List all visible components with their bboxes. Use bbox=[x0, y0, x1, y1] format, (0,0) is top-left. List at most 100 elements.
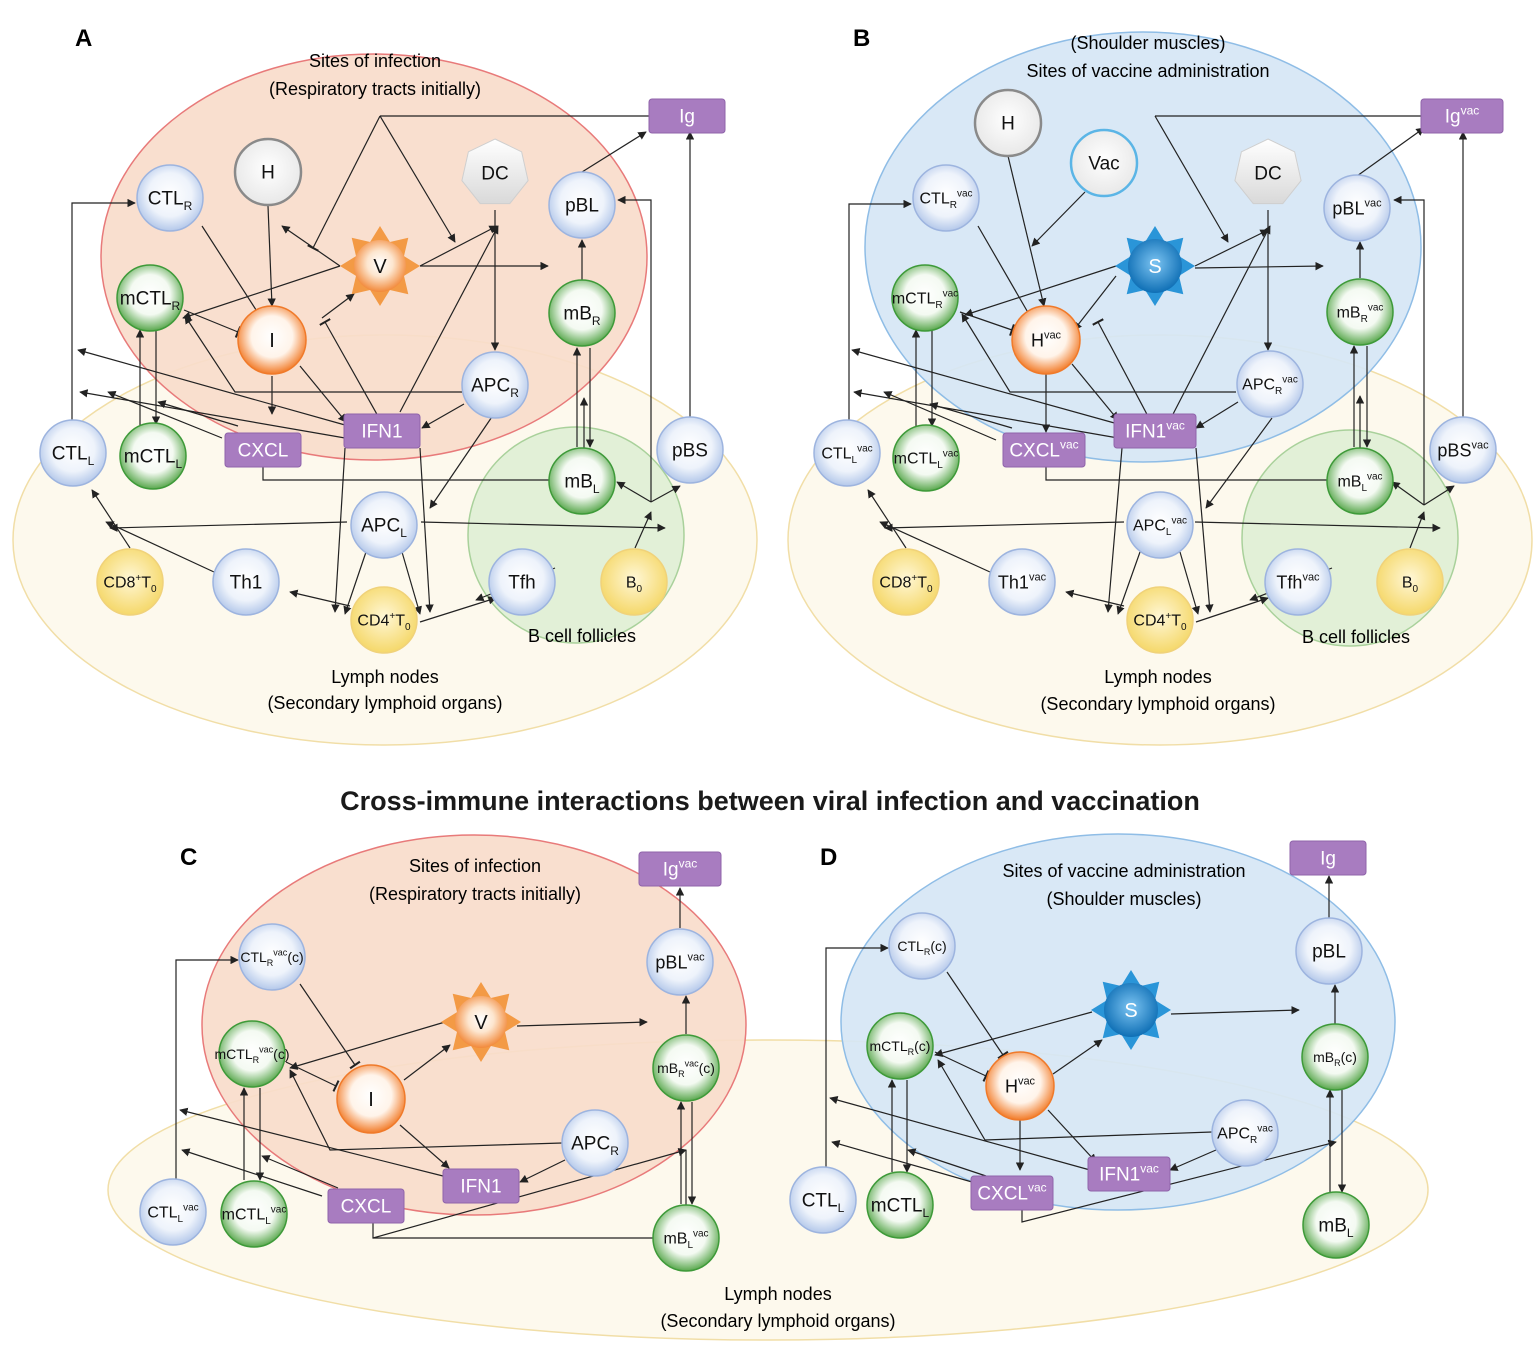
node-label: CTLL bbox=[52, 444, 95, 468]
node-mbr-panel-b: mBRvac bbox=[1326, 278, 1394, 346]
interaction-arrow bbox=[1007, 155, 1047, 307]
interaction-arrow bbox=[1073, 275, 1117, 331]
inhibition-edge bbox=[946, 971, 1009, 1060]
interaction-arrow bbox=[331, 447, 346, 613]
node-label: Hvac bbox=[1005, 1075, 1036, 1096]
node-label: IFN1vac bbox=[1099, 1161, 1159, 1185]
interaction-arrow bbox=[1179, 551, 1200, 615]
node-label: CTLRvac(c) bbox=[240, 948, 303, 968]
region-sublabel-d-vaccine: (Shoulder muscles) bbox=[1046, 889, 1201, 909]
interaction-arrow bbox=[961, 313, 1236, 393]
node-label: mBLvac bbox=[663, 1229, 708, 1252]
node-cxcl-panel-c: CXCL bbox=[327, 1188, 405, 1224]
panel-letter-c: C bbox=[180, 844, 197, 871]
inhibition-edge bbox=[183, 309, 242, 338]
node-cd8-panel-b: CD8+T0 bbox=[872, 548, 940, 616]
interaction-arrow bbox=[934, 1011, 1093, 1058]
node-hvac-panel-b: Hvac bbox=[1011, 305, 1081, 375]
interaction-arrow bbox=[1423, 485, 1455, 506]
interaction-arrow bbox=[399, 225, 499, 413]
interaction-arrow bbox=[616, 481, 652, 503]
node-label: CD8+T0 bbox=[879, 573, 933, 595]
interaction-arrow bbox=[321, 293, 355, 319]
region-label-a-infection: Sites of infection bbox=[309, 51, 441, 71]
region-label-a-lymph: Lymph nodes bbox=[331, 667, 438, 687]
inhibition-edge bbox=[307, 115, 381, 252]
node-label: Hvac bbox=[1031, 329, 1062, 350]
node-ctll-panel-d: CTLL bbox=[789, 1166, 857, 1234]
node-mbl-panel-d: mBL bbox=[1302, 1191, 1370, 1259]
node-ig-panel-c: Igvac bbox=[638, 851, 722, 887]
node-label: mBL bbox=[564, 472, 600, 496]
region-sublabel-a-infection: (Respiratory tracts initially) bbox=[269, 79, 481, 99]
node-h-panel-b: H bbox=[973, 88, 1043, 158]
node-b0-panel-a: B0 bbox=[600, 548, 668, 616]
interaction-arrow bbox=[519, 1159, 566, 1183]
node-apcl-panel-b: APCLvac bbox=[1126, 491, 1194, 559]
interaction-arrow bbox=[883, 391, 997, 441]
node-ifn1-panel-d: IFN1vac bbox=[1087, 1156, 1171, 1192]
node-mctlr-panel-b: mCTLRvac bbox=[891, 264, 959, 332]
node-label: CTLR bbox=[148, 189, 193, 213]
node-label: CD8+T0 bbox=[103, 573, 157, 595]
node-apcr-panel-a: APCR bbox=[461, 351, 529, 419]
node-mbr-panel-a: mBR bbox=[548, 279, 616, 347]
interaction-arrow bbox=[71, 198, 136, 420]
node-label: I bbox=[368, 1089, 374, 1111]
node-vac-panel-b: Vac bbox=[1069, 128, 1139, 198]
inhibition-edge bbox=[201, 225, 266, 321]
interaction-arrow bbox=[182, 265, 341, 320]
inhibition-edge bbox=[319, 318, 384, 426]
node-ifn1-panel-c: IFN1 bbox=[442, 1168, 520, 1204]
interaction-arrow bbox=[1169, 1149, 1217, 1171]
node-cd4-panel-b: CD4+T0 bbox=[1126, 586, 1194, 654]
interaction-arrow bbox=[1169, 225, 1271, 421]
interaction-arrow bbox=[184, 315, 462, 393]
node-label: DC bbox=[481, 164, 508, 185]
region-sublabel-a-lymph: (Secondary lymphoid organs) bbox=[267, 693, 502, 713]
node-label: Tfhvac bbox=[1276, 571, 1320, 592]
node-label: H bbox=[261, 163, 275, 184]
node-hvac-panel-d: Hvac bbox=[985, 1051, 1055, 1121]
node-label: CD4+T0 bbox=[1133, 611, 1187, 633]
node-dc-panel-a: DC bbox=[461, 138, 529, 205]
interaction-arrow bbox=[907, 1148, 987, 1177]
node-label: APCRvac bbox=[1242, 375, 1298, 398]
node-pbl-panel-a: pBL bbox=[548, 171, 616, 239]
interaction-arrow bbox=[1116, 551, 1141, 615]
node-apcr-panel-b: APCRvac bbox=[1236, 350, 1304, 418]
interaction-arrow bbox=[181, 1148, 323, 1197]
interaction-arrow bbox=[105, 521, 215, 573]
node-label: pBL bbox=[565, 196, 599, 217]
node-label: DC bbox=[1254, 164, 1281, 185]
interaction-arrow bbox=[825, 943, 889, 1167]
node-label: V bbox=[373, 256, 387, 278]
node-ctlr-panel-c: CTLRvac(c) bbox=[238, 923, 306, 991]
interaction-arrow bbox=[634, 511, 652, 549]
interaction-arrow bbox=[1194, 261, 1324, 271]
interaction-arrow bbox=[419, 596, 497, 623]
node-label: mCTLLvac bbox=[222, 1205, 287, 1228]
interaction-arrow bbox=[343, 551, 367, 615]
node-mbl-panel-b: mBLvac bbox=[1326, 447, 1394, 515]
interaction-arrow bbox=[107, 390, 223, 439]
interaction-arrow bbox=[289, 1069, 563, 1151]
region-label-b-lymph: Lymph nodes bbox=[1104, 667, 1211, 687]
region-label-c-lymph: Lymph nodes bbox=[724, 1284, 831, 1304]
node-label: mCTLLvac bbox=[894, 449, 959, 472]
node-label: APCRvac bbox=[1217, 1124, 1273, 1147]
node-tfh-panel-b: Tfhvac bbox=[1264, 548, 1332, 616]
interaction-arrow bbox=[650, 485, 681, 503]
node-label: mCTLR bbox=[120, 289, 181, 313]
node-label: CXCLvac bbox=[1009, 437, 1078, 461]
interaction-arrow bbox=[617, 195, 652, 502]
interaction-arrow bbox=[1104, 447, 1123, 613]
interaction-arrow bbox=[851, 347, 1119, 425]
node-cd8-panel-a: CD8+T0 bbox=[96, 548, 164, 616]
node-b0-panel-b: B0 bbox=[1376, 548, 1444, 616]
node-mbl-panel-a: mBL bbox=[548, 447, 616, 515]
interaction-arrow bbox=[1409, 511, 1426, 549]
node-cd4-panel-a: CD4+T0 bbox=[350, 586, 418, 654]
interaction-arrow bbox=[1170, 1006, 1300, 1015]
node-label: H bbox=[1001, 114, 1015, 135]
